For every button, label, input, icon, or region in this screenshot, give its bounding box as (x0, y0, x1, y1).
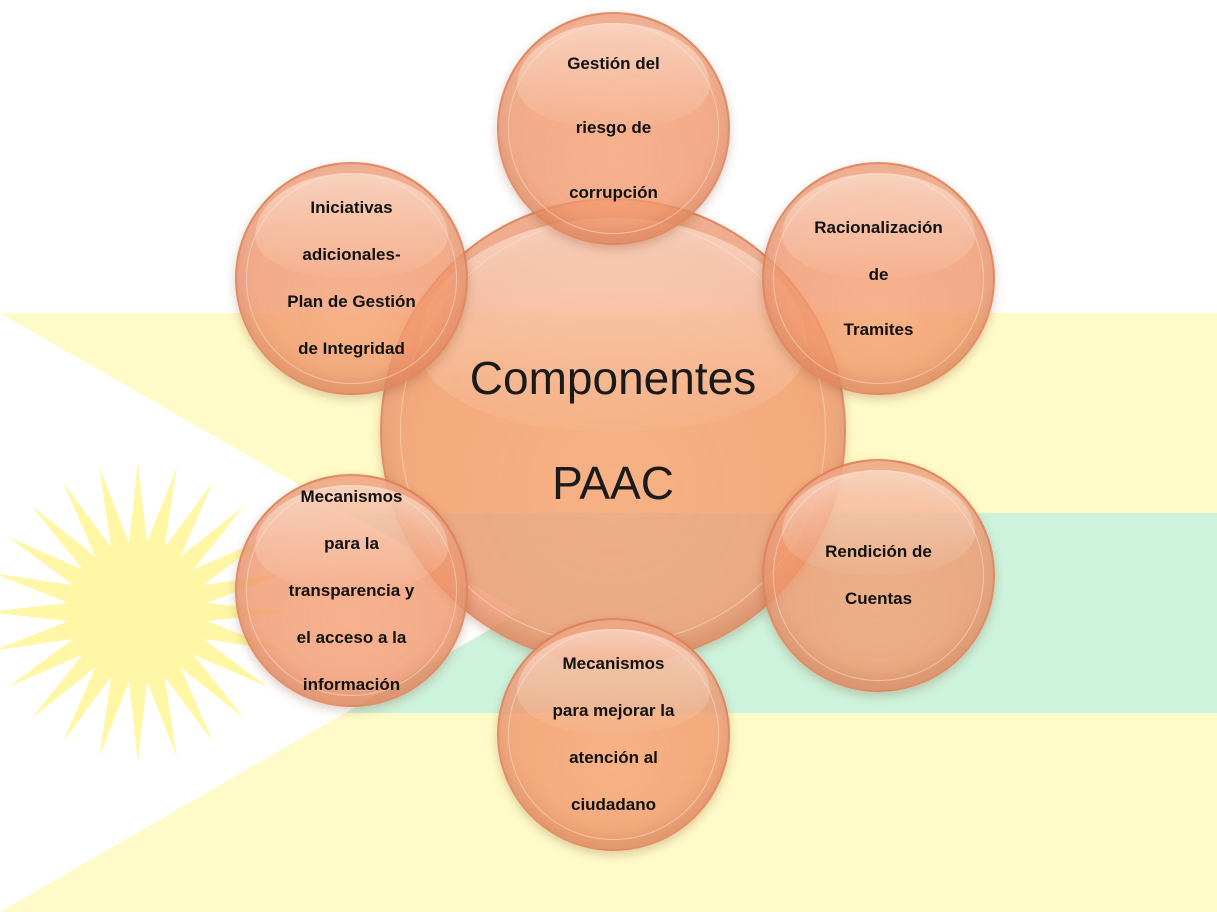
node-label-line: Rendición de (825, 542, 932, 562)
node-label-line: para mejorar la (552, 701, 675, 721)
sun-core (76, 550, 200, 674)
center-label: Componentes PAAC (470, 299, 756, 563)
node-gestion-riesgo: Gestión del riesgo de corrupción (497, 12, 730, 245)
node-label-line: Gestión del (567, 53, 660, 73)
node-label-line: para la (324, 533, 379, 553)
node-label-line: Iniciativas (310, 198, 393, 218)
center-label-line: PAAC (552, 457, 674, 510)
node-label-line: Mecanismos (562, 654, 665, 674)
node-label-line: Plan de Gestión (287, 292, 416, 312)
node-label-line: ciudadano (570, 795, 656, 815)
node-label-line: corrupción (569, 182, 658, 202)
node-label-line: información (302, 674, 401, 694)
node-rendicion-cuentas: Rendición de Cuentas (762, 459, 995, 692)
node-label-line: Racionalización (814, 217, 943, 237)
sun-icon (0, 462, 288, 762)
node-label: Racionalización de Tramites (814, 192, 942, 364)
node-transparencia: Mecanismos para la transparencia y el ac… (235, 474, 468, 707)
node-label: Rendición de Cuentas (825, 517, 932, 634)
node-label-line: transparencia y (288, 580, 415, 600)
node-label-line: el acceso a la (296, 627, 407, 647)
node-label-line: Mecanismos (300, 486, 403, 506)
node-label-line: de (868, 264, 889, 284)
node-racionalizacion-tramites: Racionalización de Tramites (762, 162, 995, 395)
center-label-line: Componentes (469, 351, 757, 404)
node-label: Iniciativas adicionales- Plan de Gestión… (287, 173, 415, 384)
node-label: Mecanismos para mejorar la atención al c… (553, 629, 675, 840)
node-iniciativas-adicionales: Iniciativas adicionales- Plan de Gestión… (235, 162, 468, 395)
node-label-line: de Integridad (298, 339, 405, 359)
node-label: Mecanismos para la transparencia y el ac… (289, 462, 415, 720)
node-label: Gestión del riesgo de corrupción (567, 15, 660, 241)
node-label-line: Cuentas (844, 589, 913, 609)
node-atencion-ciudadano: Mecanismos para mejorar la atención al c… (497, 618, 730, 851)
node-label-line: Tramites (843, 319, 914, 339)
node-label-line: atención al (569, 748, 658, 768)
node-label-line: adicionales- (302, 245, 401, 265)
node-label-line: riesgo de (575, 118, 652, 138)
